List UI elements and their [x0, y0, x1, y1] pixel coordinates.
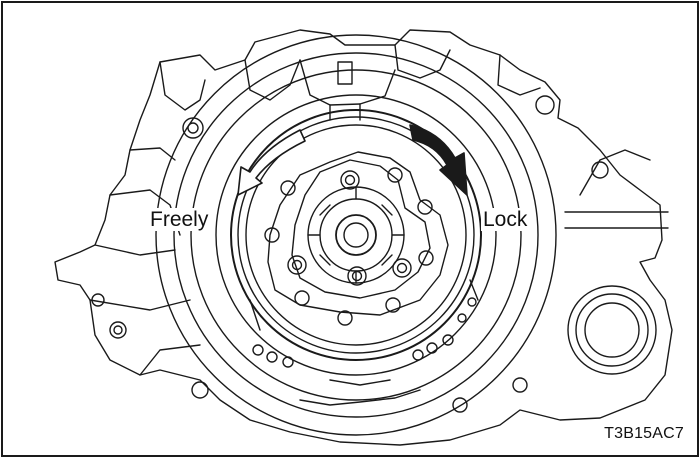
figure-code: T3B15AC7: [602, 425, 686, 443]
freely-arrow-icon: [237, 129, 306, 196]
lock-label: Lock: [481, 208, 530, 231]
housing-outline: [54, 29, 673, 446]
pump-plate: [267, 151, 449, 316]
freely-label: Freely: [148, 208, 211, 231]
lock-arrow-icon: [409, 124, 468, 196]
